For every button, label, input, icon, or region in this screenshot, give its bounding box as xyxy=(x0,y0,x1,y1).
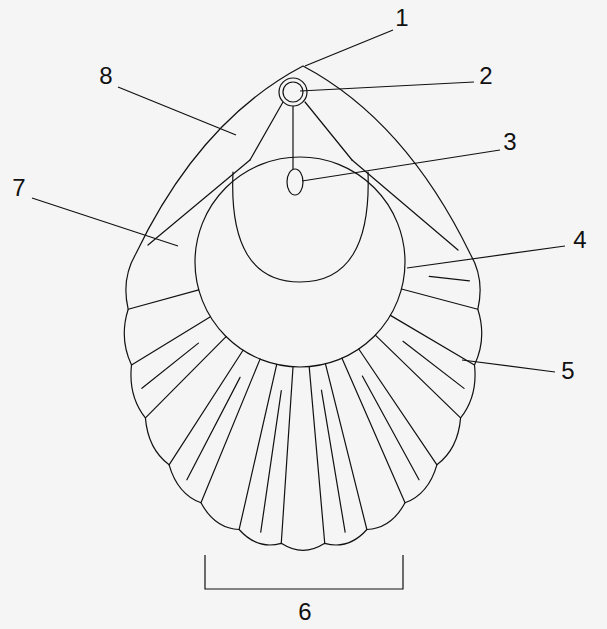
rib-line xyxy=(169,350,243,465)
rib-line xyxy=(239,364,277,529)
callout-number: 1 xyxy=(395,6,408,30)
leader-line xyxy=(407,246,565,268)
ear-line xyxy=(305,102,352,160)
leader-line xyxy=(300,82,474,91)
rib-line xyxy=(187,377,240,479)
leader-line xyxy=(462,360,555,372)
leader-line xyxy=(118,87,236,135)
rib-line xyxy=(281,367,293,543)
leader-line xyxy=(302,150,500,181)
inner-region xyxy=(233,172,369,282)
rib-line xyxy=(128,290,199,309)
rib-line xyxy=(403,341,464,388)
rib-line xyxy=(362,376,419,480)
hinge-ring xyxy=(279,78,307,106)
rib-line xyxy=(142,343,199,388)
ear-line xyxy=(352,160,458,250)
rib-line xyxy=(429,276,469,280)
rib-line xyxy=(201,359,260,503)
rib-line xyxy=(261,391,282,532)
leader-line xyxy=(305,30,393,66)
rib-line xyxy=(342,358,405,503)
rib-line xyxy=(321,390,345,532)
ear-line xyxy=(148,160,250,245)
callout-number: 4 xyxy=(573,228,586,252)
callout-number: 7 xyxy=(12,176,25,200)
ear-line xyxy=(250,102,283,160)
width-bracket xyxy=(205,555,403,589)
rib-line xyxy=(145,337,226,418)
callout-number: 6 xyxy=(298,600,311,624)
hinge-core xyxy=(283,82,303,102)
callout-number: 8 xyxy=(99,64,112,88)
ear-line xyxy=(292,106,293,169)
rib-line xyxy=(132,317,211,365)
rib-line xyxy=(359,349,437,465)
callout-number: 5 xyxy=(561,359,574,383)
callout-number: 3 xyxy=(503,130,516,154)
rib-line xyxy=(325,364,366,530)
central-disc xyxy=(195,157,405,367)
leader-line xyxy=(32,198,178,246)
shell-outline xyxy=(124,66,481,550)
rib-line xyxy=(401,289,477,309)
callout-number: 2 xyxy=(479,64,492,88)
rib-line xyxy=(390,315,474,365)
muscle-scar xyxy=(287,169,303,195)
